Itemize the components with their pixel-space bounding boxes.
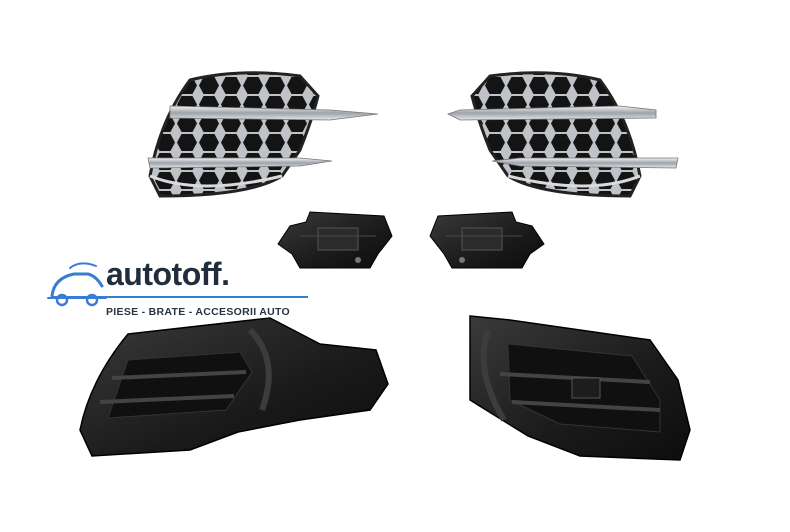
brand-tagline: PIESE - BRATE - ACCESORII AUTO: [106, 306, 291, 318]
brand-logo: autotoff. PIESE - BRATE - ACCESORII AUTO: [44, 252, 314, 332]
brand-name: autotoff.: [106, 256, 230, 292]
mounting-bracket-left: [277, 211, 393, 269]
brand-underline: [52, 296, 308, 298]
fog-light-frame-left: [79, 317, 389, 457]
fog-light-frame-right: [469, 315, 691, 461]
mounting-bracket-right: [429, 211, 545, 269]
car-logo-icon: [47, 262, 107, 307]
honeycomb-grille-right: [446, 71, 679, 198]
honeycomb-grille-left: [147, 71, 379, 198]
